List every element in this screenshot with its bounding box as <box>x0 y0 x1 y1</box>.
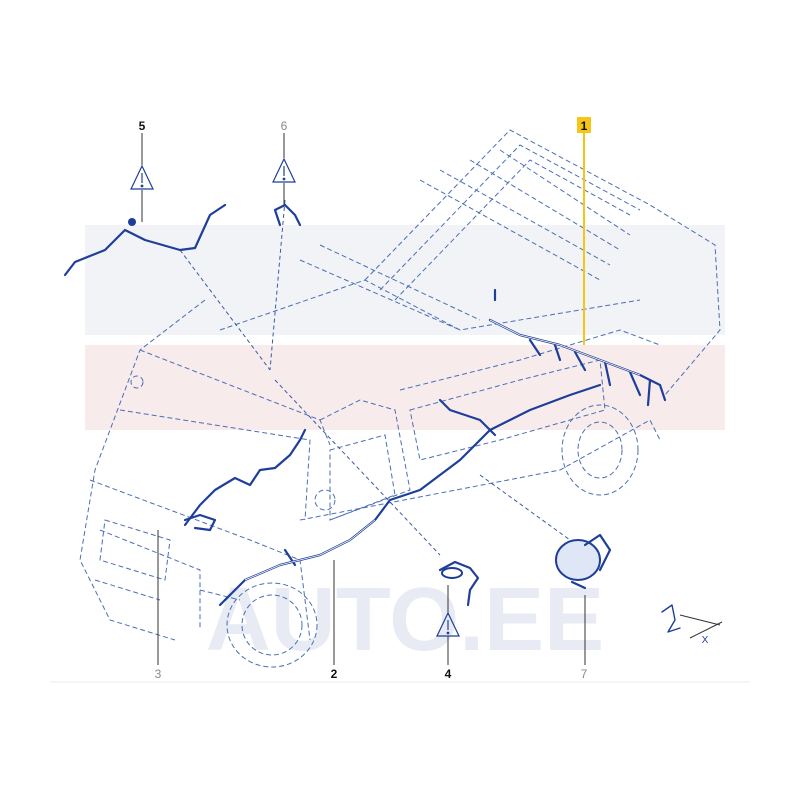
callout-3[interactable]: 3 <box>155 667 162 681</box>
part-4-bracket <box>438 560 480 607</box>
callout-1-highlight <box>577 117 591 133</box>
part-7-sensor-unit <box>555 533 612 590</box>
callout-1[interactable]: 1 <box>581 119 588 133</box>
rear-wiring-harness-1 <box>488 288 667 407</box>
part-5-cable <box>63 203 227 277</box>
leader-arrow-7 <box>479 474 571 541</box>
callout-4[interactable]: 4 <box>445 667 452 681</box>
svg-text:AUTO.EE: AUTO.EE <box>206 570 604 670</box>
warning-icon <box>436 611 460 637</box>
dimension-label: X <box>702 635 709 646</box>
watermark: AUTO.EE <box>85 225 725 670</box>
callout-2[interactable]: 2 <box>331 667 338 681</box>
front-wiring-harness-3 <box>183 428 307 532</box>
leader-arrow-6 <box>269 199 286 371</box>
callout-6[interactable]: 6 <box>281 119 288 133</box>
leader-arrow-4 <box>274 379 441 556</box>
callout-7[interactable]: 7 <box>581 667 588 681</box>
part-6-connector <box>273 203 302 227</box>
body-wiring-harness-2 <box>218 383 602 607</box>
leader-lines <box>141 133 586 665</box>
van-outline <box>79 129 721 668</box>
leader-arrow-5 <box>179 249 271 371</box>
warning-icon <box>272 157 296 183</box>
detail-x-clip: X <box>661 604 723 646</box>
warning-icon <box>130 164 154 190</box>
callout-5[interactable]: 5 <box>139 119 146 133</box>
